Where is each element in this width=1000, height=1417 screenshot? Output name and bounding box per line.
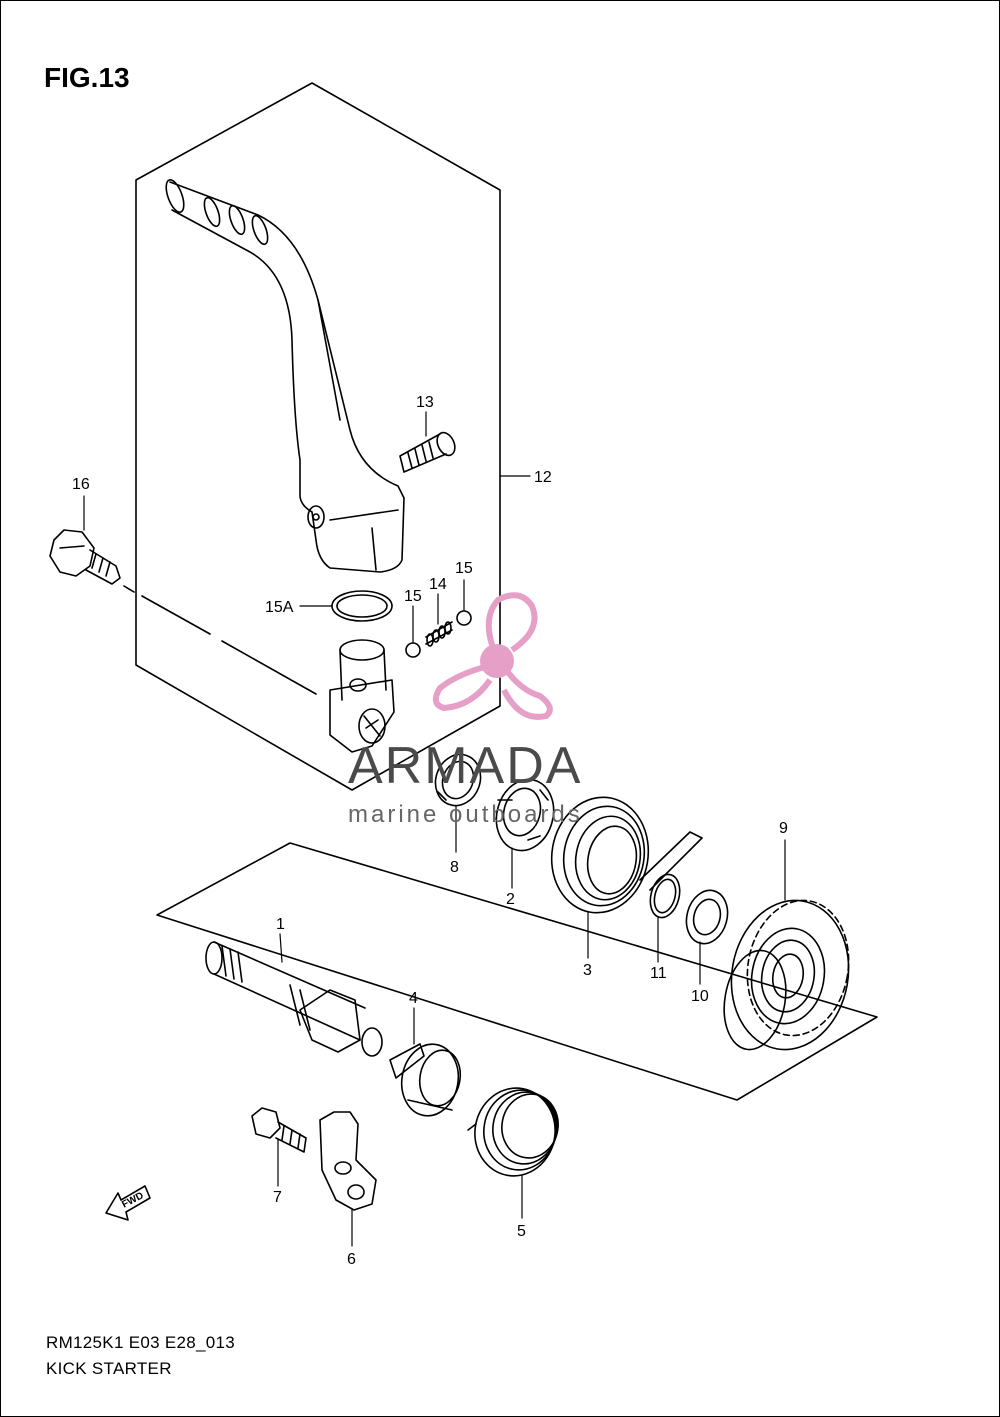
bolt-16 bbox=[49, 529, 121, 585]
figure-code: RM125K1 E03 E28_013 bbox=[46, 1333, 236, 1352]
callout-5: 5 bbox=[517, 1223, 526, 1240]
callout-10: 10 bbox=[691, 988, 709, 1005]
guide-2 bbox=[495, 778, 555, 852]
callout-11: 11 bbox=[650, 965, 667, 982]
figure-name: KICK STARTER bbox=[46, 1359, 172, 1378]
shaft-assembly-outline bbox=[156, 842, 878, 1101]
spring-5 bbox=[467, 1087, 559, 1177]
callout-15-lower: 15 bbox=[404, 588, 422, 605]
callout-8: 8 bbox=[450, 859, 459, 876]
lever-assembly-outline bbox=[135, 82, 501, 791]
callout-15A: 15A bbox=[265, 599, 294, 616]
callout-4: 4 bbox=[409, 990, 418, 1007]
ratchet-4 bbox=[389, 1043, 462, 1117]
callout-12: 12 bbox=[534, 469, 552, 486]
kick-gear-9 bbox=[723, 899, 850, 1051]
lever-boss bbox=[329, 639, 395, 753]
watermark-brand: ARMADA bbox=[348, 737, 582, 795]
callout-14: 14 bbox=[429, 576, 447, 593]
callout-15-upper: 15 bbox=[455, 560, 473, 577]
callout-9: 9 bbox=[779, 820, 788, 837]
bolt-7 bbox=[251, 1107, 307, 1153]
armada-logo-icon bbox=[432, 592, 553, 720]
circlip-11 bbox=[649, 873, 681, 919]
callout-16: 16 bbox=[72, 476, 90, 493]
watermark-tagline: marine outboards bbox=[348, 801, 583, 828]
ball-15-upper bbox=[456, 610, 472, 626]
armada-logo-hub bbox=[480, 644, 514, 678]
bolt-13 bbox=[399, 431, 456, 473]
bolt-16-axis-line bbox=[123, 585, 317, 695]
callout-1: 1 bbox=[276, 916, 285, 933]
leader-lines bbox=[83, 411, 786, 1247]
callout-6: 6 bbox=[347, 1251, 356, 1268]
ball-15-lower bbox=[405, 642, 421, 658]
plate-6 bbox=[319, 1111, 377, 1211]
washer-10 bbox=[685, 889, 729, 945]
figure-title: FIG.13 bbox=[44, 62, 130, 93]
callout-7: 7 bbox=[273, 1189, 282, 1206]
callout-2: 2 bbox=[506, 891, 515, 908]
callout-13: 13 bbox=[416, 394, 434, 411]
oil-seal-8 bbox=[434, 753, 482, 807]
callout-3: 3 bbox=[583, 962, 592, 979]
kick-lever bbox=[165, 179, 405, 573]
return-spring-3 bbox=[550, 796, 703, 914]
kick-shaft-1 bbox=[205, 941, 383, 1057]
spring-14 bbox=[425, 621, 453, 647]
fwd-arrow-icon bbox=[105, 1185, 151, 1221]
